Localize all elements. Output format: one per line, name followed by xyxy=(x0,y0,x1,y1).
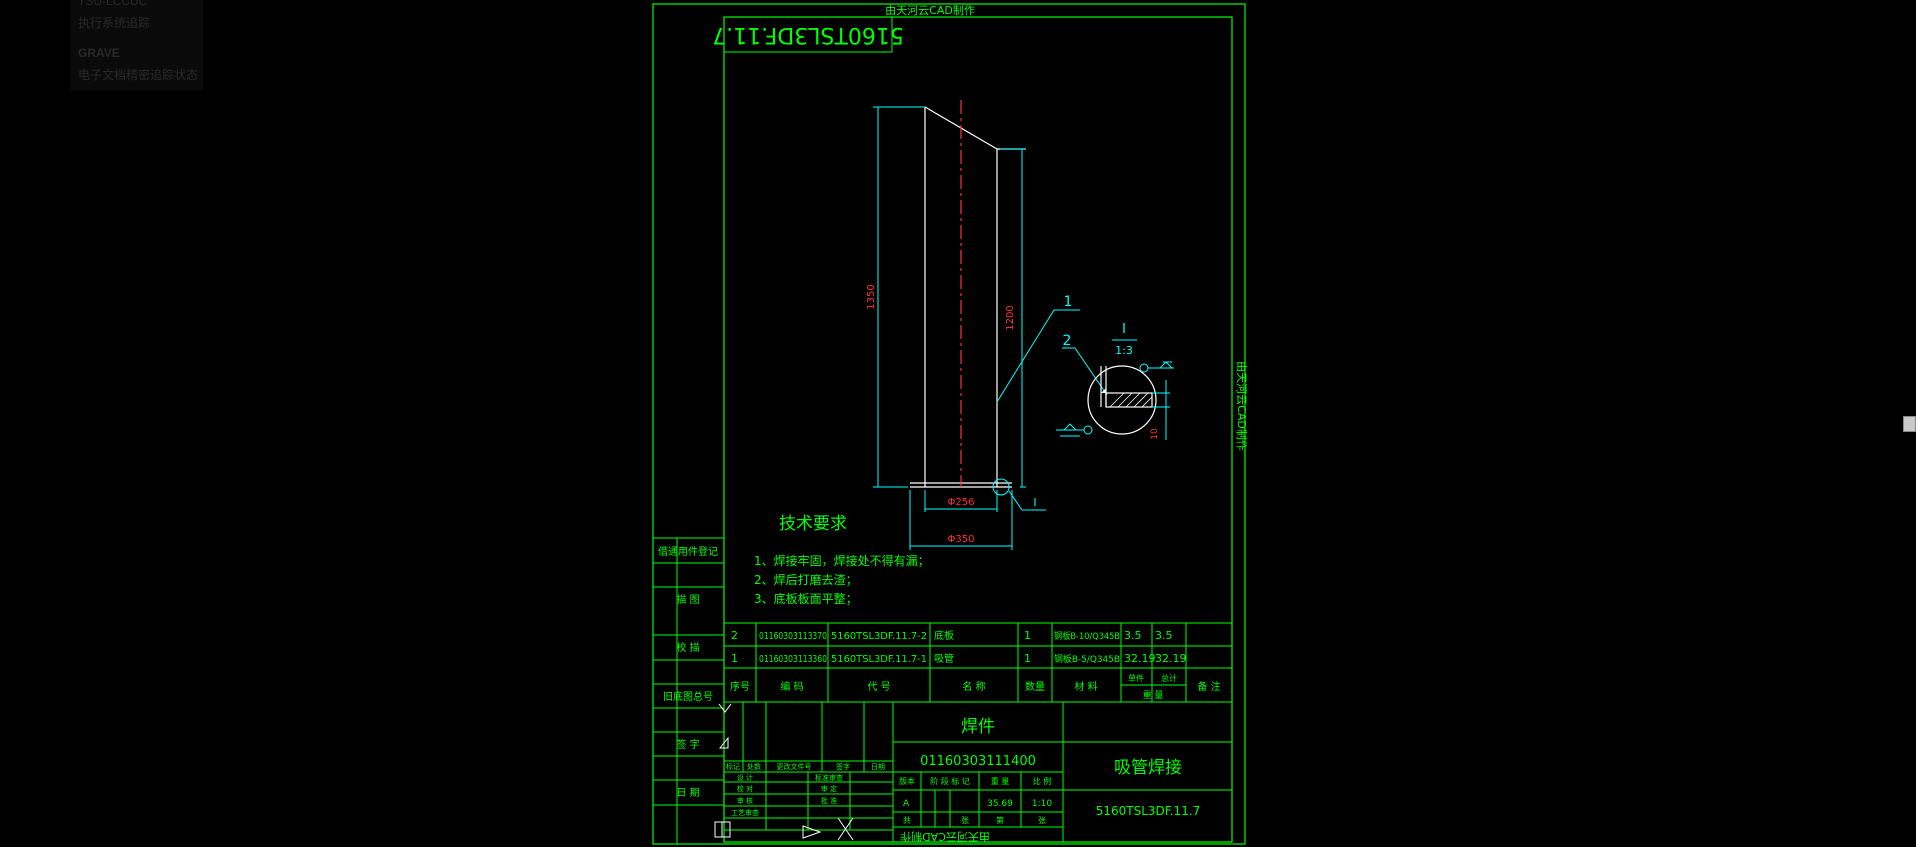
ghost-line-3: 电子文档精密追踪状态 xyxy=(78,68,199,82)
bom-0-total: 3.5 xyxy=(1155,629,1173,642)
title-sheet-total-label: 共 xyxy=(903,816,911,825)
sign-l-2: 审 核 xyxy=(737,796,753,805)
ghost-line-1: 执行系统追踪 xyxy=(78,16,151,30)
tech-line-3: 3、底板板面平整； xyxy=(754,591,858,606)
rev-header-4: 日期 xyxy=(871,763,885,771)
sign-l-0: 设 计 xyxy=(737,773,753,782)
ghost-line-2: GRAVE xyxy=(78,46,120,60)
bom-header-note: 备 注 xyxy=(1197,680,1220,693)
title-weight-value: 35.69 xyxy=(987,799,1013,809)
bom-header-unit: 单件 xyxy=(1128,673,1144,683)
dim-right-height xyxy=(1000,148,1026,488)
bom-0-material: 钢板B-10/Q345B xyxy=(1054,630,1120,642)
tech-line-1: 1、焊接牢固，焊接处不得有漏； xyxy=(754,553,930,568)
title-edition-label: 版本 xyxy=(899,776,915,786)
bom-header-name: 名 称 xyxy=(962,680,985,693)
dim-total-height xyxy=(873,106,925,488)
title-name: 吸管焊接 xyxy=(1114,758,1182,778)
rev-header-3: 签字 xyxy=(836,762,850,771)
side-label-5: 日 期 xyxy=(676,787,699,799)
vertical-scrollbar-thumb[interactable] xyxy=(1903,416,1916,432)
side-label-4: 签 字 xyxy=(676,738,699,751)
side-label-0: 借通用件登记 xyxy=(658,545,718,558)
side-label-3: 旧底图总号 xyxy=(663,690,713,703)
bom-0-unit: 3.5 xyxy=(1124,629,1142,642)
title-category: 焊件 xyxy=(961,717,995,737)
rev-header-1: 处数 xyxy=(747,762,761,771)
sign-l-1: 校 对 xyxy=(737,784,753,793)
title-scale-label: 比 例 xyxy=(1033,776,1052,786)
ghost-line-0: TSU-LCCUC xyxy=(78,0,148,8)
ghost-overlay-panel: TSU-LCCUC 执行系统追踪 GRAVE 电子文档精密追踪状态 xyxy=(70,0,203,90)
bom-header-total: 总计 xyxy=(1161,673,1177,683)
title-block xyxy=(723,702,1232,842)
rev-header-2: 更改文件号 xyxy=(777,762,812,771)
dim-total-height-text: 1350 xyxy=(866,284,877,309)
balloon-leaders xyxy=(996,309,1108,403)
pipe-geometry xyxy=(910,106,1026,488)
bom-1-material: 钢板B-5/Q345B xyxy=(1054,653,1120,665)
bom-1-qty: 1 xyxy=(1024,652,1031,665)
tech-line-2: 2、焊后打磨去渣； xyxy=(754,572,858,587)
bom-0-code: 01160303113370 xyxy=(759,631,827,642)
bom-1-part: 5160TSL3DF.11.7-1 xyxy=(831,654,927,665)
title-sheet-no-suffix: 张 xyxy=(1038,816,1046,825)
detail-mark-leader xyxy=(1008,490,1023,511)
side-label-1: 描 图 xyxy=(676,593,699,606)
rev-header-0: 标记 xyxy=(726,762,740,771)
inner-frame xyxy=(723,16,1233,843)
detail-scale: 1:3 xyxy=(1115,344,1133,357)
bom-0-name: 底板 xyxy=(934,629,954,642)
watermark-side: 由天河云CAD制作 xyxy=(1235,361,1249,451)
detail-view: I 1:3 10 xyxy=(1056,322,1174,440)
bom-1-no: 1 xyxy=(731,652,738,665)
bom-header-weight: 重 量 xyxy=(1143,689,1164,701)
dim-right-height-text: 1200 xyxy=(1005,305,1016,330)
sign-l-3: 工艺审查 xyxy=(731,808,759,817)
bom-table xyxy=(724,622,1232,703)
title-code: 01160303111400 xyxy=(920,754,1036,769)
dim-outer-dia-text: Φ350 xyxy=(948,534,975,545)
title-sheet-label: 张 xyxy=(961,816,969,825)
bom-header-part: 代 号 xyxy=(867,681,890,693)
bom-0-no: 2 xyxy=(731,629,738,642)
dim-inner-dia-text: Φ256 xyxy=(948,497,975,508)
sign-r-0: 标准审查 xyxy=(815,773,843,782)
title-weight-label: 重 量 xyxy=(991,776,1010,786)
drawing-number-box xyxy=(723,16,893,53)
bom-header-code: 编 码 xyxy=(780,680,803,693)
bom-1-code: 01160303113360 xyxy=(759,654,827,665)
dim-outer-dia xyxy=(909,490,1013,550)
title-scale-value: 1:10 xyxy=(1032,799,1052,809)
detail-label: I xyxy=(1122,322,1126,337)
title-stage-label: 阶 段 标 记 xyxy=(930,776,970,786)
bom-header-no: 序号 xyxy=(730,680,750,693)
side-label-2: 校 描 xyxy=(676,641,699,654)
title-drawing-no: 5160TSL3DF.11.7 xyxy=(1096,804,1201,818)
detail-mark-circle xyxy=(992,478,1010,496)
title-sheet-no-label: 第 xyxy=(996,815,1004,825)
drawing-number-mirrored: 5160TSL3DF.11.7 xyxy=(712,22,904,47)
bom-header-material: 材 料 xyxy=(1074,680,1097,693)
sign-r-2: 批 准 xyxy=(821,796,837,805)
bom-0-qty: 1 xyxy=(1024,629,1031,642)
outer-frame xyxy=(652,3,1246,845)
bom-1-name: 吸管 xyxy=(934,652,954,665)
sign-r-1: 审 定 xyxy=(821,784,837,793)
side-column xyxy=(653,537,724,844)
balloon-1: 1 xyxy=(1064,294,1073,310)
title-stage-value: A xyxy=(903,799,910,809)
detail-mark-label: I xyxy=(1033,496,1036,509)
dim-thickness-text: 10 xyxy=(1150,428,1160,440)
watermark-bottom: 由天河云CAD制作 xyxy=(900,830,990,844)
bom-header-qty: 数量 xyxy=(1025,680,1045,693)
watermark-top: 由天河云CAD制作 xyxy=(885,3,975,17)
bom-1-unit: 32.19 xyxy=(1124,652,1156,665)
bom-1-total: 32.19 xyxy=(1155,652,1187,665)
tech-title: 技术要求 xyxy=(779,514,847,534)
bom-0-part: 5160TSL3DF.11.7-2 xyxy=(831,631,927,642)
balloon-2: 2 xyxy=(1063,333,1072,349)
